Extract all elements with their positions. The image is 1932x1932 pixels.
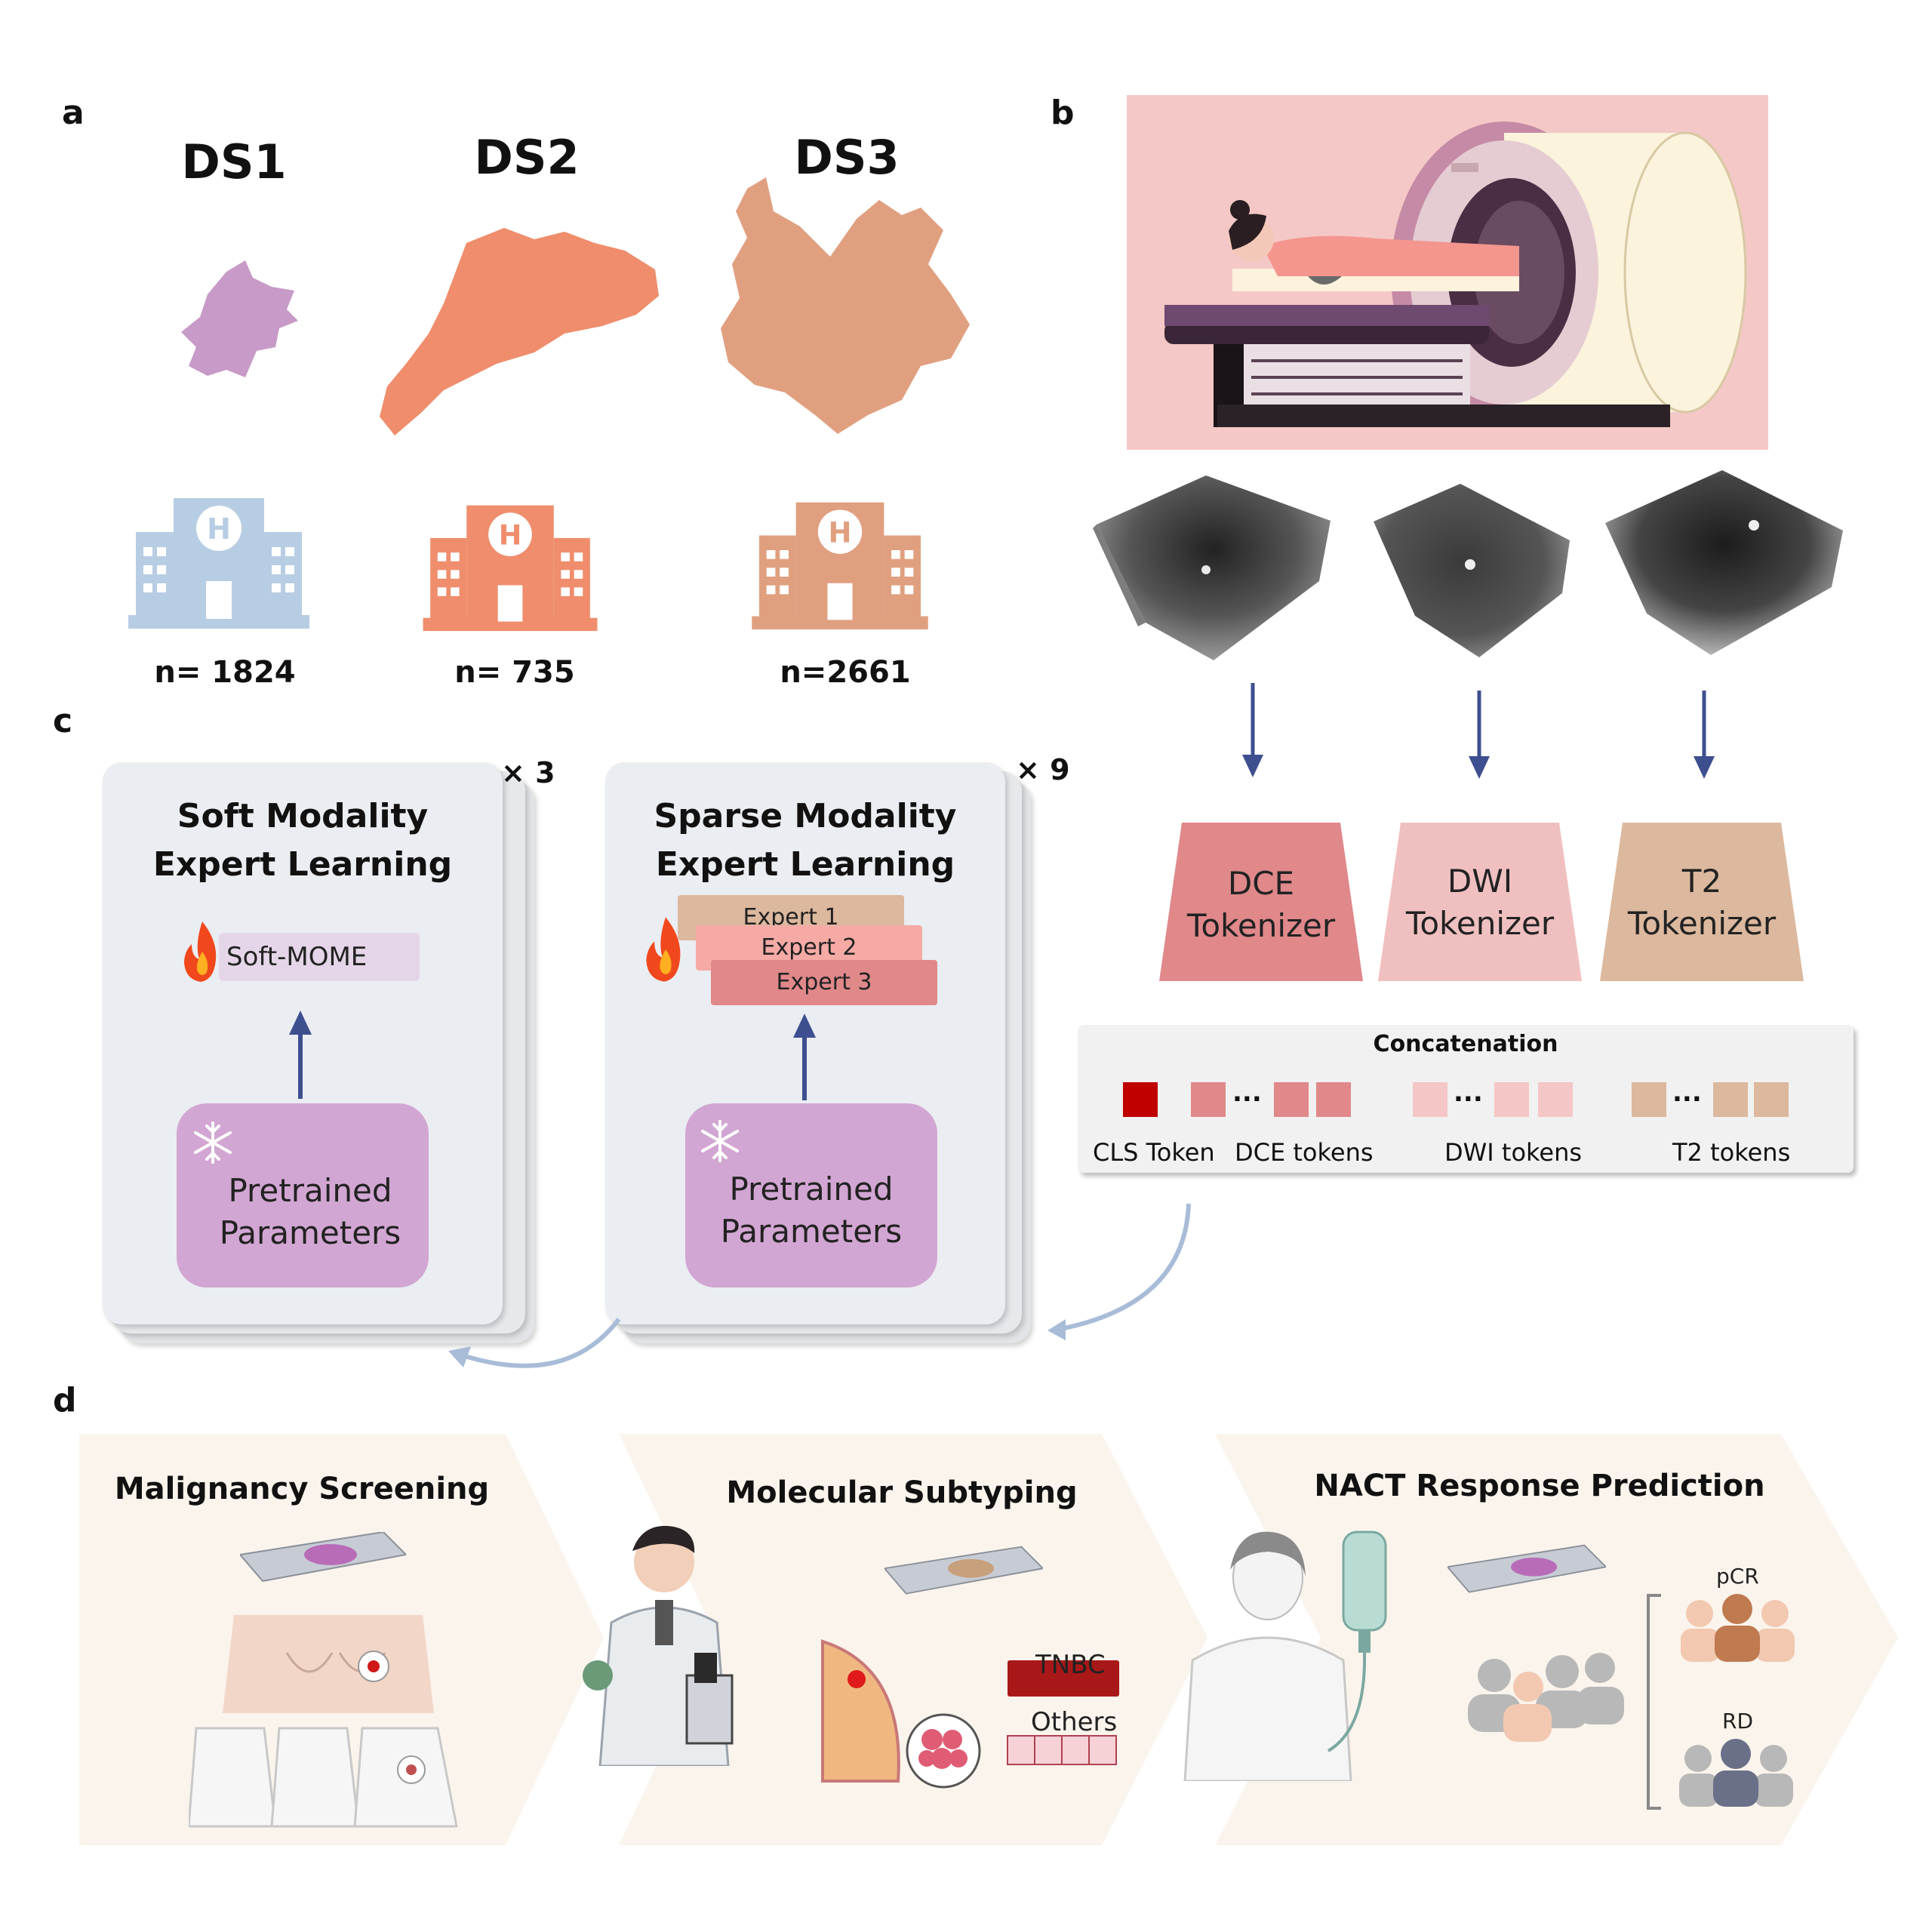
mri-scanner-illustration — [1127, 95, 1768, 450]
subtype-label-tnbc: TNBC — [1035, 1650, 1106, 1680]
t2-token — [1632, 1082, 1666, 1117]
pcr-group-icon — [1681, 1594, 1795, 1662]
hospital-icon-ds2: H — [423, 505, 598, 632]
dwi-ellipsis: ... — [1454, 1078, 1483, 1108]
flame-icon — [646, 917, 681, 982]
cls-token — [1123, 1082, 1158, 1117]
subtype-labels-illustration — [1007, 1660, 1119, 1765]
dwi-token — [1538, 1082, 1573, 1117]
soft-mome-module: Soft-MOME — [219, 933, 420, 981]
arrow-t2-down — [1694, 691, 1715, 779]
mri-volume-t2 — [1605, 470, 1843, 655]
svg-text:H: H — [207, 512, 231, 546]
svg-text:H: H — [499, 519, 522, 552]
dwi-token — [1494, 1082, 1529, 1117]
torso-row-illustration — [189, 1727, 458, 1828]
dataset-count-ds2: n= 735 — [454, 655, 575, 690]
tokenizer-dwi — [1378, 823, 1582, 981]
hospital-icon-ds3: H — [752, 502, 928, 630]
dce-tokens-label: DCE tokens — [1235, 1138, 1374, 1167]
tokenizer-dce — [1159, 823, 1363, 981]
histology-slide-icon — [240, 1532, 406, 1583]
concatenation-title: Concatenation — [1373, 1031, 1558, 1057]
panel-label-a: a — [62, 94, 85, 132]
sparse-card-multiplier: × 9 — [1016, 753, 1070, 786]
dce-token — [1191, 1082, 1226, 1117]
curved-arrow-sparse-to-soft — [448, 1318, 621, 1368]
arrow-dwi-down — [1469, 691, 1490, 779]
t2-tokens-label: T2 tokens — [1672, 1138, 1791, 1167]
dwi-token — [1413, 1082, 1447, 1117]
task-title-nact-response: NACT Response Prediction — [1314, 1469, 1765, 1503]
arrow-dce-down — [1242, 683, 1263, 777]
t2-token — [1713, 1082, 1748, 1117]
soft-card-multiplier: × 3 — [501, 756, 555, 789]
t2-token — [1754, 1082, 1789, 1117]
bracket — [1647, 1594, 1661, 1810]
histology-slide-icon — [1447, 1544, 1606, 1593]
hospital-icon-ds1: H — [128, 498, 309, 629]
svg-text:H: H — [829, 516, 852, 549]
pathologist-illustration — [583, 1525, 734, 1766]
flame-icon — [184, 921, 217, 982]
cls-token-label: CLS Token — [1093, 1138, 1215, 1167]
breast-tumour-illustration — [821, 1639, 981, 1789]
arrow-up-sparse — [793, 1014, 816, 1100]
region-map-ds3 — [721, 177, 970, 434]
panel-label-b: b — [1051, 94, 1075, 132]
iv-drip-icon — [1327, 1531, 1387, 1752]
task-title-malignancy-screening: Malignancy Screening — [114, 1472, 490, 1506]
mri-volume-dce — [1093, 475, 1331, 660]
dce-token — [1274, 1082, 1309, 1117]
curved-arrow-concat-to-sparse — [1048, 1203, 1191, 1340]
snowflake-icon — [194, 1121, 232, 1164]
concatenation-box: Concatenation ... ... ... CLS Token DCE … — [1078, 1025, 1854, 1173]
t2-ellipsis: ... — [1672, 1078, 1702, 1108]
tokenizer-t2 — [1600, 823, 1804, 981]
subtype-label-others: Others — [1031, 1707, 1118, 1737]
patient-illustration — [1183, 1531, 1352, 1781]
label-rd: RD — [1722, 1709, 1754, 1734]
dce-token — [1316, 1082, 1351, 1117]
dataset-title-ds1: DS1 — [181, 134, 287, 189]
dwi-tokens-label: DWI tokens — [1444, 1138, 1583, 1167]
arrow-up-soft — [289, 1011, 312, 1099]
dataset-count-ds1: n= 1824 — [154, 655, 296, 690]
snowflake-icon — [701, 1120, 739, 1162]
patient-group-icon — [1468, 1653, 1624, 1742]
mri-volume-dwi — [1374, 484, 1570, 657]
dataset-title-ds3: DS3 — [794, 130, 900, 185]
region-map-ds2 — [380, 228, 659, 435]
histology-slide-icon — [884, 1546, 1043, 1595]
panel-label-c: c — [53, 702, 73, 740]
dataset-title-ds2: DS2 — [474, 130, 580, 185]
panel-label-d: d — [53, 1381, 77, 1420]
label-pcr: pCR — [1716, 1564, 1759, 1589]
region-map-ds1 — [181, 260, 298, 377]
expert-3: Expert 3 — [711, 960, 937, 1005]
dataset-count-ds3: n=2661 — [780, 655, 911, 690]
rd-group-icon — [1679, 1739, 1793, 1807]
task-title-molecular-subtyping: Molecular Subtyping — [726, 1475, 1078, 1510]
torso-illustration — [223, 1615, 434, 1713]
dce-ellipsis: ... — [1232, 1078, 1262, 1108]
